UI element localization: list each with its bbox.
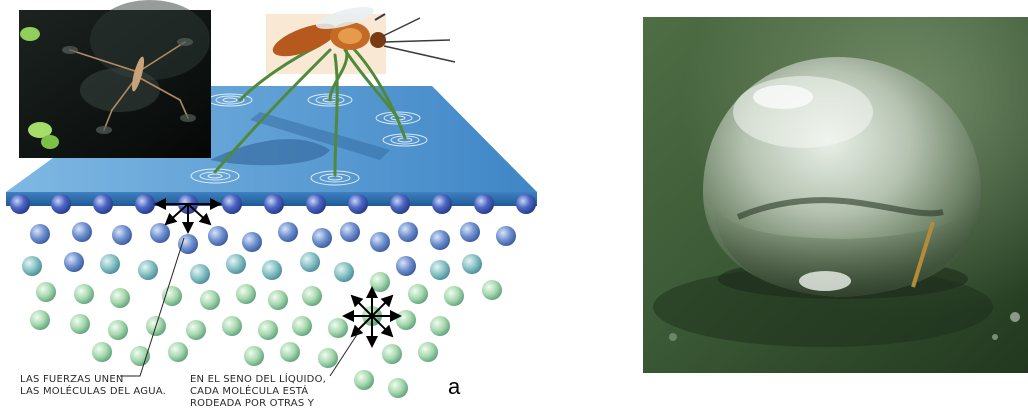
bulk-caption-line-3: RODEADA POR OTRAS Y: [190, 398, 326, 410]
panel-label: a: [448, 374, 460, 400]
water-strider-photo: [19, 0, 211, 158]
bulk-molecules: [22, 222, 516, 398]
bulk-caption-line-2: CADA MOLÉCULA ESTÁ: [190, 386, 326, 398]
bulk-force-arrows: [344, 288, 400, 346]
water-droplet-photo: [643, 17, 1028, 373]
bulk-forces-caption: EN EL SENO DEL LÍQUIDO, CADA MOLÉCULA ES…: [190, 374, 326, 410]
surface-caption-line-1: LAS FUERZAS UNEN: [20, 374, 166, 386]
bulk-caption-line-1: EN EL SENO DEL LÍQUIDO,: [190, 374, 326, 386]
surface-forces-caption: LAS FUERZAS UNEN LAS MOLÉCULAS DEL AGUA.: [20, 374, 166, 398]
surface-caption-line-2: LAS MOLÉCULAS DEL AGUA.: [20, 386, 166, 398]
surface-tension-diagram: [0, 0, 540, 414]
